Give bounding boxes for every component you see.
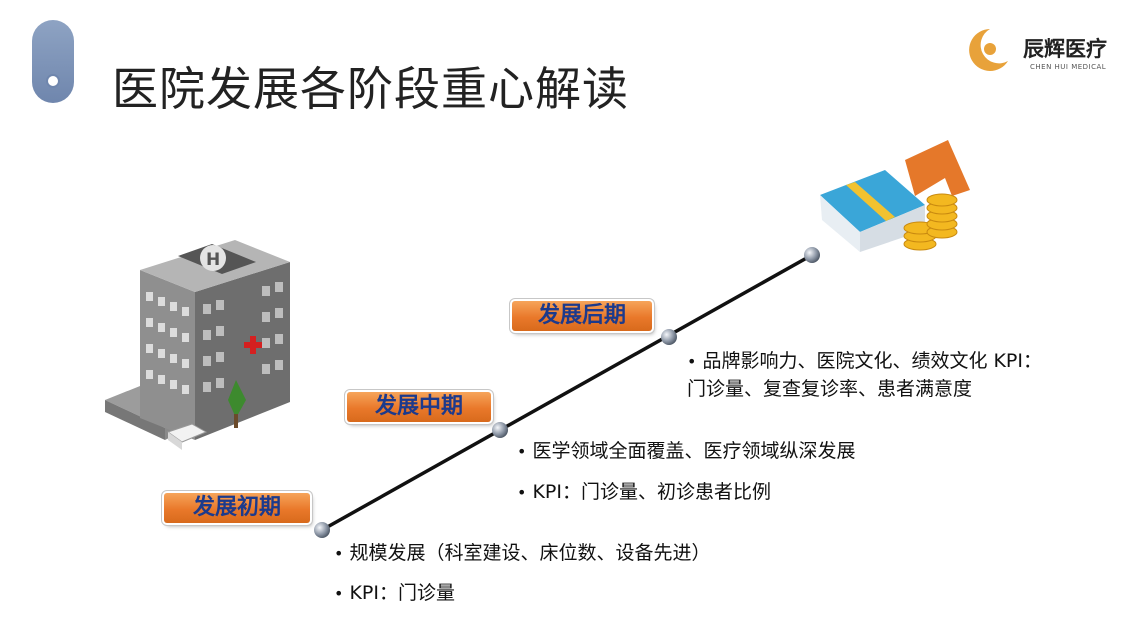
stage-node-late [661,329,677,345]
bullet-late-2: 门诊量、复查复诊率、患者满意度 [687,378,973,400]
logo-emblem-icon [969,29,1008,71]
bullet-early-2: •KPI：门诊量 [334,582,455,604]
stage-label-middle: 发展中期 [347,392,491,422]
bullet-middle-1: •医学领域全面覆盖、医疗领域纵深发展 [517,440,856,462]
stage-node-early [314,522,330,538]
title-accent-dot [46,74,60,88]
stage-label-late: 发展后期 [512,301,652,331]
hospital-building-icon: H [105,240,290,450]
page-title: 医院发展各阶段重心解读 [112,62,629,116]
title-accent-bar [32,20,74,103]
logo-subtitle: CHEN HUI MEDICAL [1030,63,1107,71]
company-logo: 辰辉医疗 CHEN HUI MEDICAL [962,25,1132,75]
growth-line [321,253,813,532]
bullet-early-1: •规模发展（科室建设、床位数、设备先进） [334,542,711,564]
money-growth-icon [820,140,970,252]
bullet-late-1: •品牌影响力、医院文化、绩效文化 KPI： [687,350,1042,372]
bullet-middle-2: •KPI：门诊量、初诊患者比例 [517,481,771,503]
stage-label-early: 发展初期 [164,493,310,523]
svg-text:H: H [206,250,220,270]
stage-node-middle [492,422,508,438]
logo-name: 辰辉医疗 [1023,36,1107,61]
stage-node-top [804,247,820,263]
